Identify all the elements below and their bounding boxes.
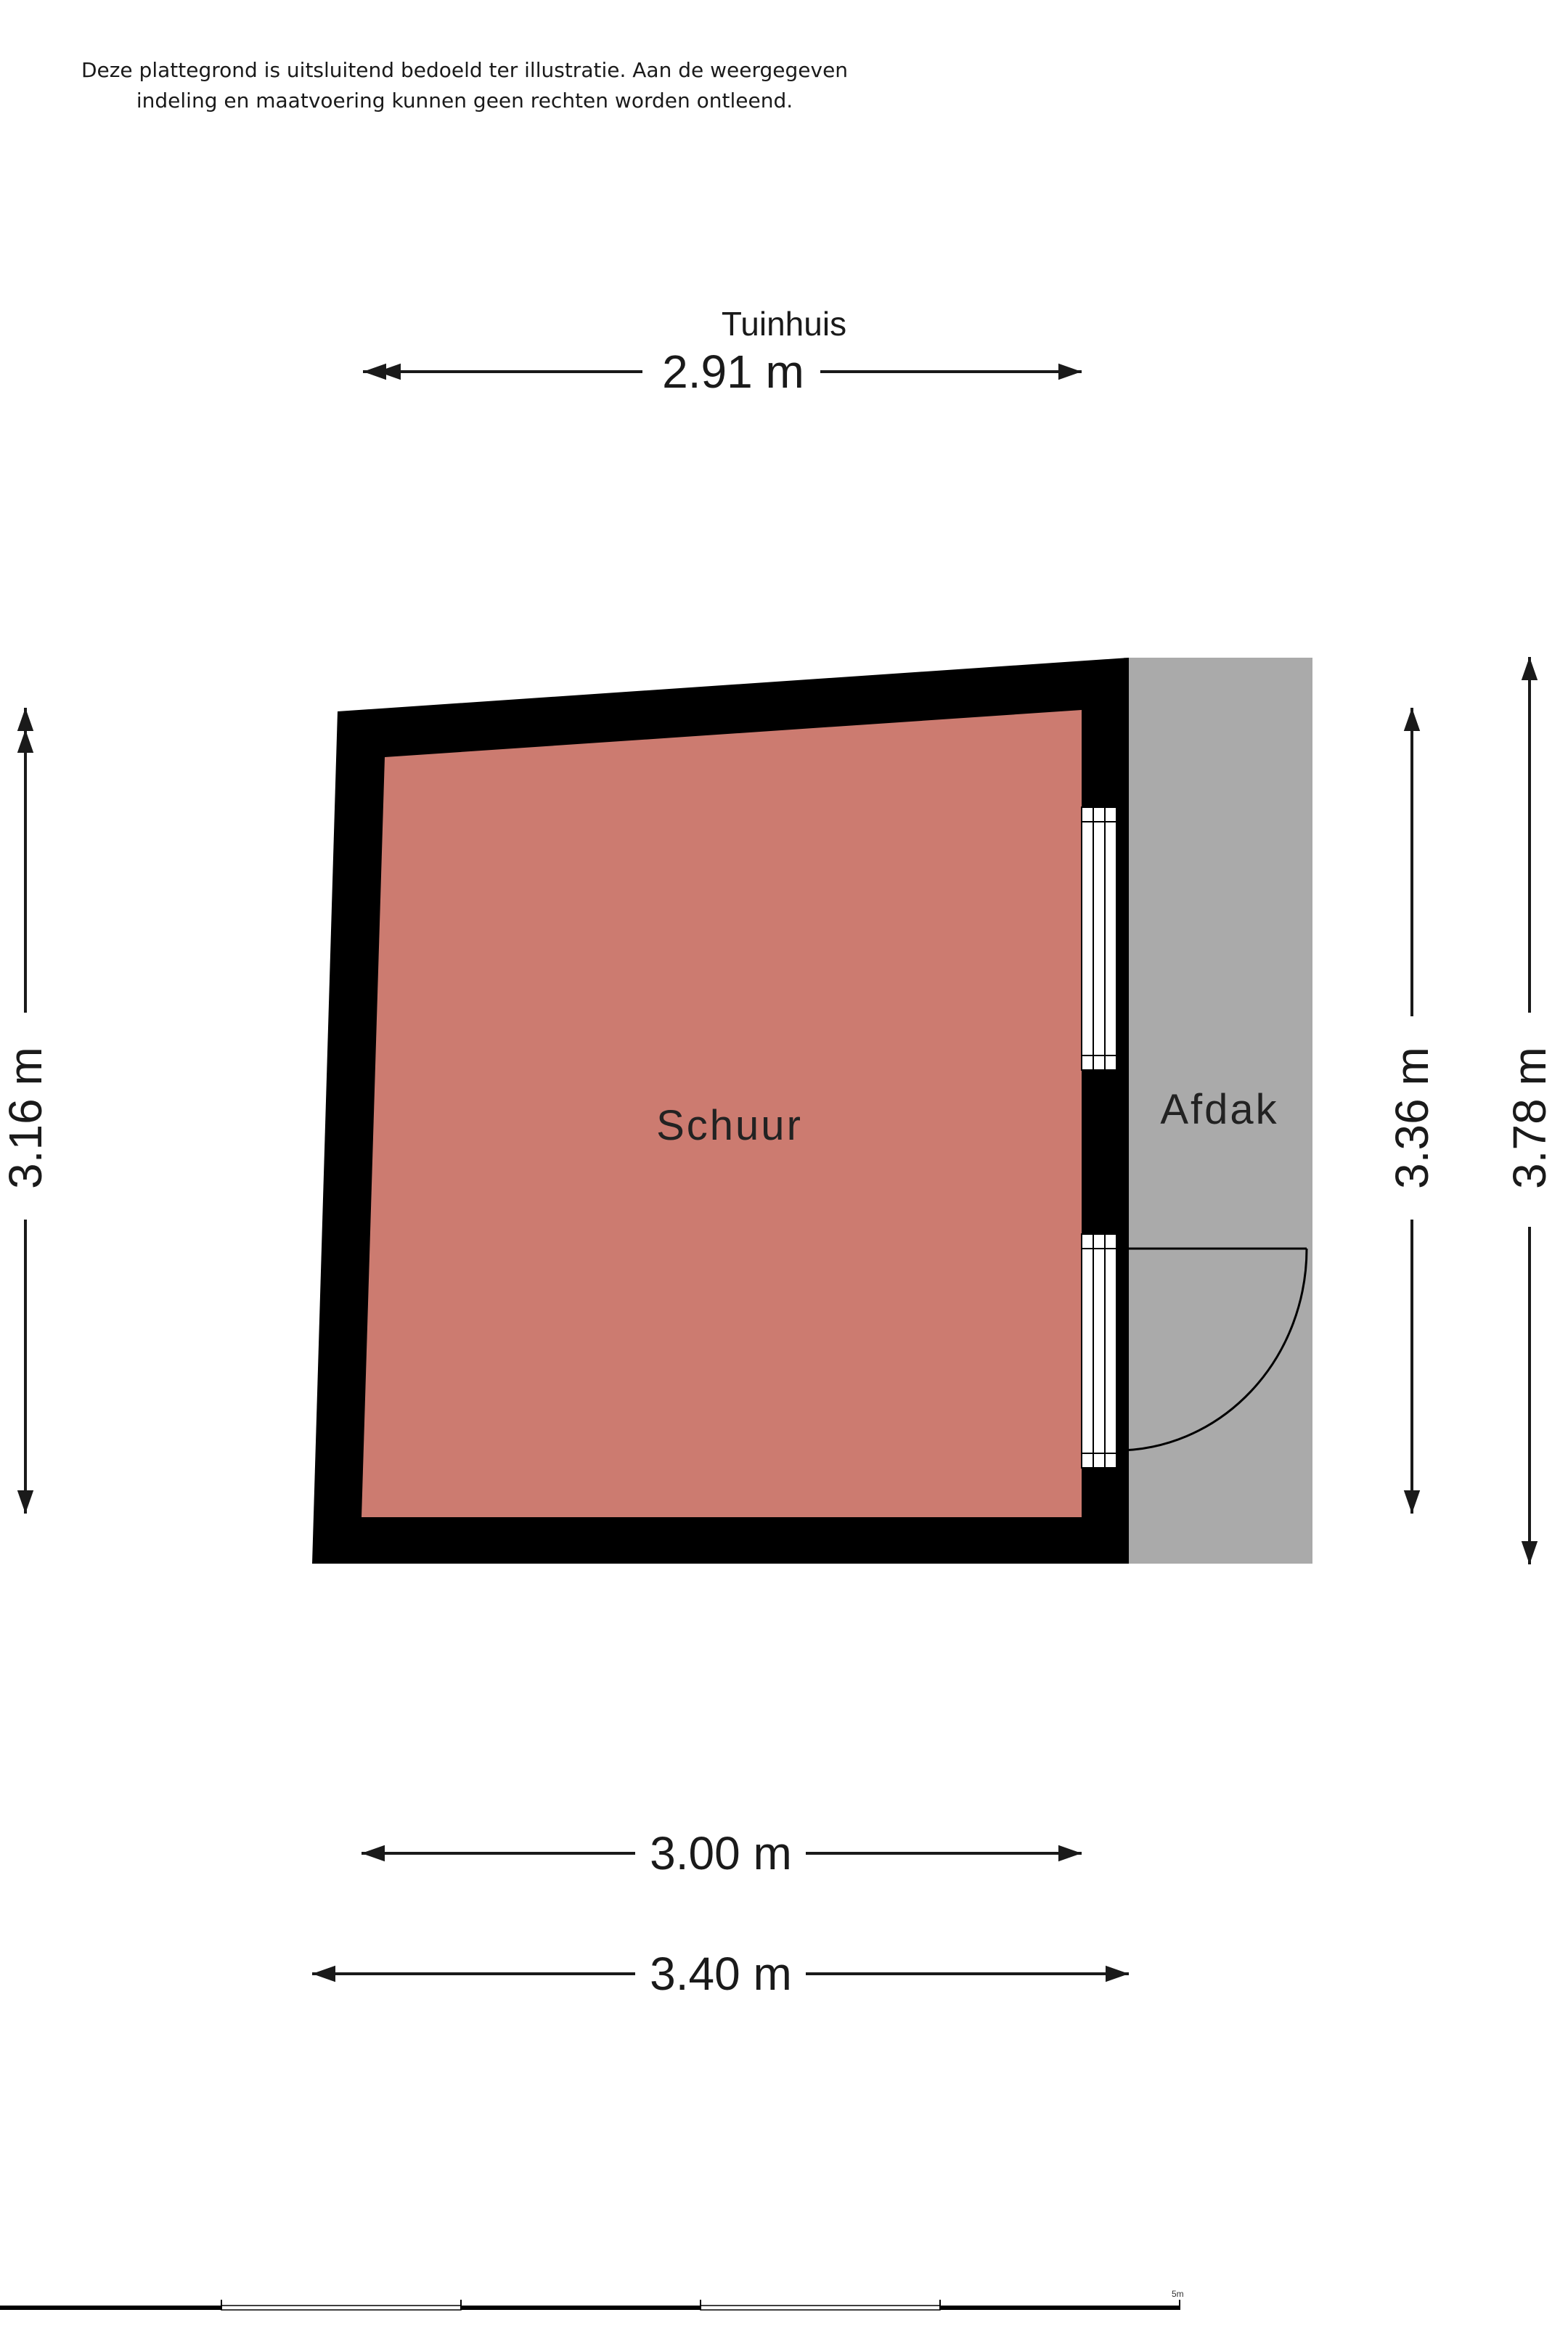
plan-title: Tuinhuis: [722, 305, 846, 343]
room-label-afdak: Afdak: [1160, 1086, 1278, 1133]
dimension-outer-height-label: 3.78 m: [1503, 1047, 1556, 1189]
scale-bar-label: 5m: [1172, 2289, 1184, 2299]
dimension-top-width: 2.91 m: [363, 346, 1082, 398]
dimension-top-width-label: 2.91 m: [662, 346, 804, 398]
disclaimer: Deze plattegrond is uitsluitend bedoeld …: [44, 55, 886, 116]
dimension-inner-height-label: 3.36 m: [1386, 1047, 1438, 1189]
dimension-outer-width-label: 3.40 m: [650, 1948, 792, 2000]
window: [1081, 807, 1117, 1071]
door: [1081, 1233, 1308, 1469]
dimension-inner-height: 3.36 m: [1386, 708, 1438, 1514]
disclaimer-line-1: Deze plattegrond is uitsluitend bedoeld …: [81, 58, 849, 82]
dimension-left-height-label: 3.16 m: [0, 1047, 52, 1189]
dimension-outer-width: 3.40 m: [312, 1948, 1129, 2000]
dimension-inner-width-label: 3.00 m: [650, 1827, 792, 1879]
scale-bar: 5m: [0, 2289, 1184, 2311]
room-label-schuur: Schuur: [656, 1102, 803, 1149]
dimension-inner-width: 3.00 m: [362, 1827, 1082, 1879]
dimension-left-height: 3.16 m: [0, 708, 52, 1514]
canopy-area: [1124, 658, 1312, 1564]
shed-room: [362, 710, 1082, 1517]
dimension-outer-height: 3.78 m: [1503, 657, 1556, 1564]
disclaimer-line-2: indeling en maatvoering kunnen geen rech…: [136, 89, 793, 113]
